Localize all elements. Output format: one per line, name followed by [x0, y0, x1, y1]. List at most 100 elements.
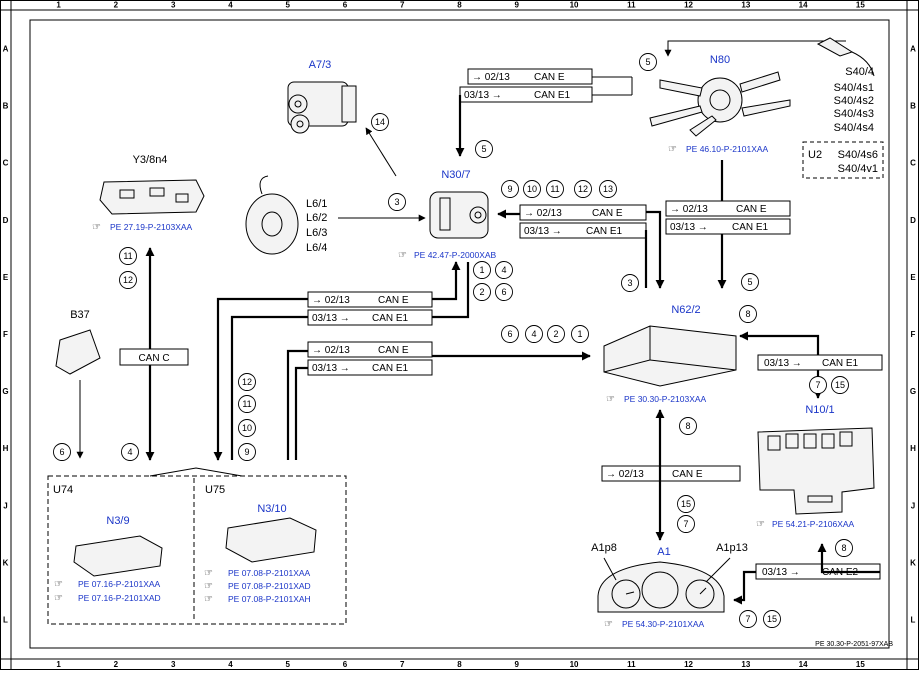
u75-ref-3: PE 07.08-P-2101XAH — [228, 594, 311, 604]
grid-row-D: D — [910, 216, 916, 225]
signal-number-2: 2 — [479, 287, 484, 297]
u74-ref-1: PE 07.16-P-2101XAA — [78, 579, 161, 589]
y3-8n4-ref: PE 27.19-P-2103XAA — [110, 222, 193, 232]
grid-row-G: G — [2, 387, 8, 396]
grid-col-13: 13 — [741, 1, 750, 10]
n30-7-ref: PE 42.47-P-2000XAB — [414, 250, 497, 260]
n10-1-ref: PE 54.21-P-2106XAA — [772, 519, 855, 529]
signal-number-11: 11 — [123, 251, 132, 261]
signal-circle-11 — [119, 247, 137, 265]
a7-3-component: A7/3 — [287, 59, 357, 134]
can-box-a1: → 02/13 CAN E — [601, 465, 741, 482]
grid-row-C: C — [3, 159, 9, 168]
grid-row-H: H — [3, 444, 9, 453]
signal-number-12: 12 — [578, 184, 588, 194]
signal-circle-11 — [546, 180, 564, 198]
signal-number-9: 9 — [244, 447, 249, 457]
a1-instrument-cluster: A1p8 A1 A1p13 ☞ PE 54.30-P-2101XAA — [591, 542, 748, 630]
grid-col-9: 9 — [515, 660, 520, 669]
signal-number-15: 15 — [835, 380, 845, 390]
signal-number-10: 10 — [527, 184, 537, 194]
grid-row-G: G — [910, 387, 916, 396]
can-e1-label: CAN E1 — [822, 358, 859, 369]
grid-row-K: K — [910, 558, 916, 567]
signal-circle-10 — [523, 180, 541, 198]
grid-col-10: 10 — [570, 660, 579, 669]
signal-circle-1 — [473, 261, 491, 279]
grid-row-F: F — [3, 330, 8, 339]
signal-circle-9 — [238, 443, 256, 461]
grid-col-1: 1 — [56, 660, 61, 669]
n80-label: N80 — [710, 54, 730, 66]
can-e1-label: CAN E1 — [372, 363, 409, 374]
signal-circle-5 — [741, 273, 759, 291]
y3-8n4-label: Y3/8n4 — [133, 154, 168, 166]
a1-label: A1 — [657, 546, 670, 558]
can-e-label: CAN E — [672, 469, 703, 480]
a1p8-label: A1p8 — [591, 542, 617, 554]
n10-1-component: N10/1 ☞ PE 54.21-P-2106XAA — [756, 404, 875, 530]
svg-text:☞: ☞ — [204, 568, 213, 579]
u74-ref-2: PE 07.16-P-2101XAD — [78, 593, 161, 603]
signal-circle-5 — [639, 53, 657, 71]
signal-number-4: 4 — [531, 329, 536, 339]
n62-2-label: N62/2 — [671, 304, 700, 316]
can-box-middle: → 02/13 CAN E 03/13 → CAN E1 — [307, 291, 433, 326]
u2-s40-4v1: S40/4v1 — [838, 163, 878, 175]
signal-circle-8 — [835, 539, 853, 557]
can-e-tx: → 02/13 — [670, 204, 708, 215]
n10-1-label: N10/1 — [805, 404, 834, 416]
switch-s40-4: S40/4 — [845, 66, 874, 78]
signal-circle-8 — [739, 305, 757, 323]
grid-col-6: 6 — [343, 1, 348, 10]
inner-frame — [29, 19, 890, 649]
signal-number-14: 14 — [375, 117, 385, 127]
signal-number-5: 5 — [481, 144, 486, 154]
svg-text:☞: ☞ — [54, 593, 63, 604]
signal-number-4: 4 — [501, 265, 506, 275]
signal-number-5: 5 — [747, 277, 752, 287]
signal-circle-9 — [501, 180, 519, 198]
svg-text:☞: ☞ — [204, 594, 213, 605]
signal-circle-10 — [238, 419, 256, 437]
signal-circle-8 — [679, 417, 697, 435]
signal-number-8: 8 — [745, 309, 750, 319]
signal-circle-11 — [238, 395, 256, 413]
signal-circle-5 — [475, 140, 493, 158]
signal-circle-13 — [599, 180, 617, 198]
grid-row-A: A — [910, 45, 916, 54]
grid-col-3: 3 — [171, 660, 176, 669]
grid-col-10: 10 — [570, 1, 579, 10]
signal-circle-3 — [621, 274, 639, 292]
can-e-tx: → 02/13 — [472, 72, 510, 83]
signal-number-15: 15 — [767, 614, 777, 624]
svg-text:☞: ☞ — [92, 222, 101, 233]
u75-label: U75 — [205, 484, 225, 496]
can-e1-tx: 03/13 → — [764, 358, 802, 369]
signal-number-6: 6 — [59, 447, 64, 457]
grid-row-J: J — [3, 501, 7, 510]
can-box-n30: → 02/13 CAN E 03/13 → CAN E1 — [519, 204, 647, 239]
svg-text:☞: ☞ — [54, 579, 63, 590]
can-e1-tx: 03/13 → — [524, 226, 562, 237]
signal-number-12: 12 — [242, 377, 252, 387]
u2-group: U2 S40/4s6 S40/4v1 — [802, 141, 884, 179]
y3-8n4-component: Y3/8n4 ☞ PE 27.19-P-2103XAA — [92, 154, 205, 233]
signal-circle-2 — [473, 283, 491, 301]
signal-number-10: 10 — [242, 423, 252, 433]
can-e1-tx: 03/13 → — [464, 90, 502, 101]
can-e1-tx: 03/13 → — [312, 313, 350, 324]
grid-col-12: 12 — [684, 1, 693, 10]
svg-text:☞: ☞ — [204, 581, 213, 592]
grid-row-L: L — [911, 615, 916, 624]
grid-col-8: 8 — [457, 660, 462, 669]
grid-row-C: C — [910, 159, 916, 168]
signal-number-11: 11 — [242, 399, 251, 409]
l6-2-label: L6/2 — [306, 212, 327, 224]
grid-col-11: 11 — [627, 660, 636, 669]
u74-u75-group: U74 U75 N3/9 N3/10 ☞ PE 07.16-P-2101XAA … — [47, 467, 347, 625]
signal-circle-15 — [677, 495, 695, 513]
signal-number-3: 3 — [627, 278, 632, 288]
svg-text:☞: ☞ — [668, 144, 677, 155]
